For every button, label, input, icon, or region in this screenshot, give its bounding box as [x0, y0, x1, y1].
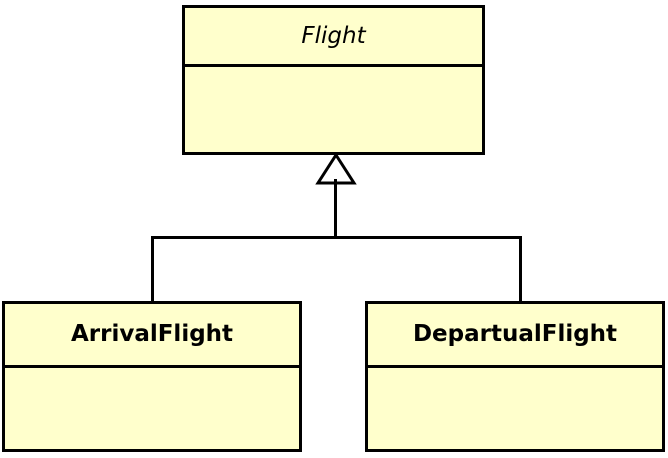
class-name-compartment-flight: Flight — [185, 8, 482, 67]
class-name-compartment-departualflight: DepartualFlight — [368, 304, 662, 368]
uml-class-departualflight[interactable]: DepartualFlight — [365, 301, 665, 452]
class-name-compartment-arrivalflight: ArrivalFlight — [5, 304, 299, 368]
generalization-drop-left — [151, 236, 154, 302]
class-members-compartment-arrivalflight — [5, 368, 299, 449]
generalization-stem-vertical — [334, 179, 337, 238]
generalization-drop-right — [519, 236, 522, 302]
class-name-label-departualflight: DepartualFlight — [412, 321, 618, 347]
class-name-label-flight: Flight — [301, 22, 366, 49]
class-members-compartment-departualflight — [368, 368, 662, 449]
uml-class-arrivalflight[interactable]: ArrivalFlight — [2, 301, 302, 452]
uml-class-flight[interactable]: Flight — [182, 5, 485, 155]
generalization-bus-horizontal — [151, 236, 522, 239]
class-members-compartment-flight — [185, 67, 482, 152]
class-name-label-arrivalflight: ArrivalFlight — [70, 321, 234, 347]
